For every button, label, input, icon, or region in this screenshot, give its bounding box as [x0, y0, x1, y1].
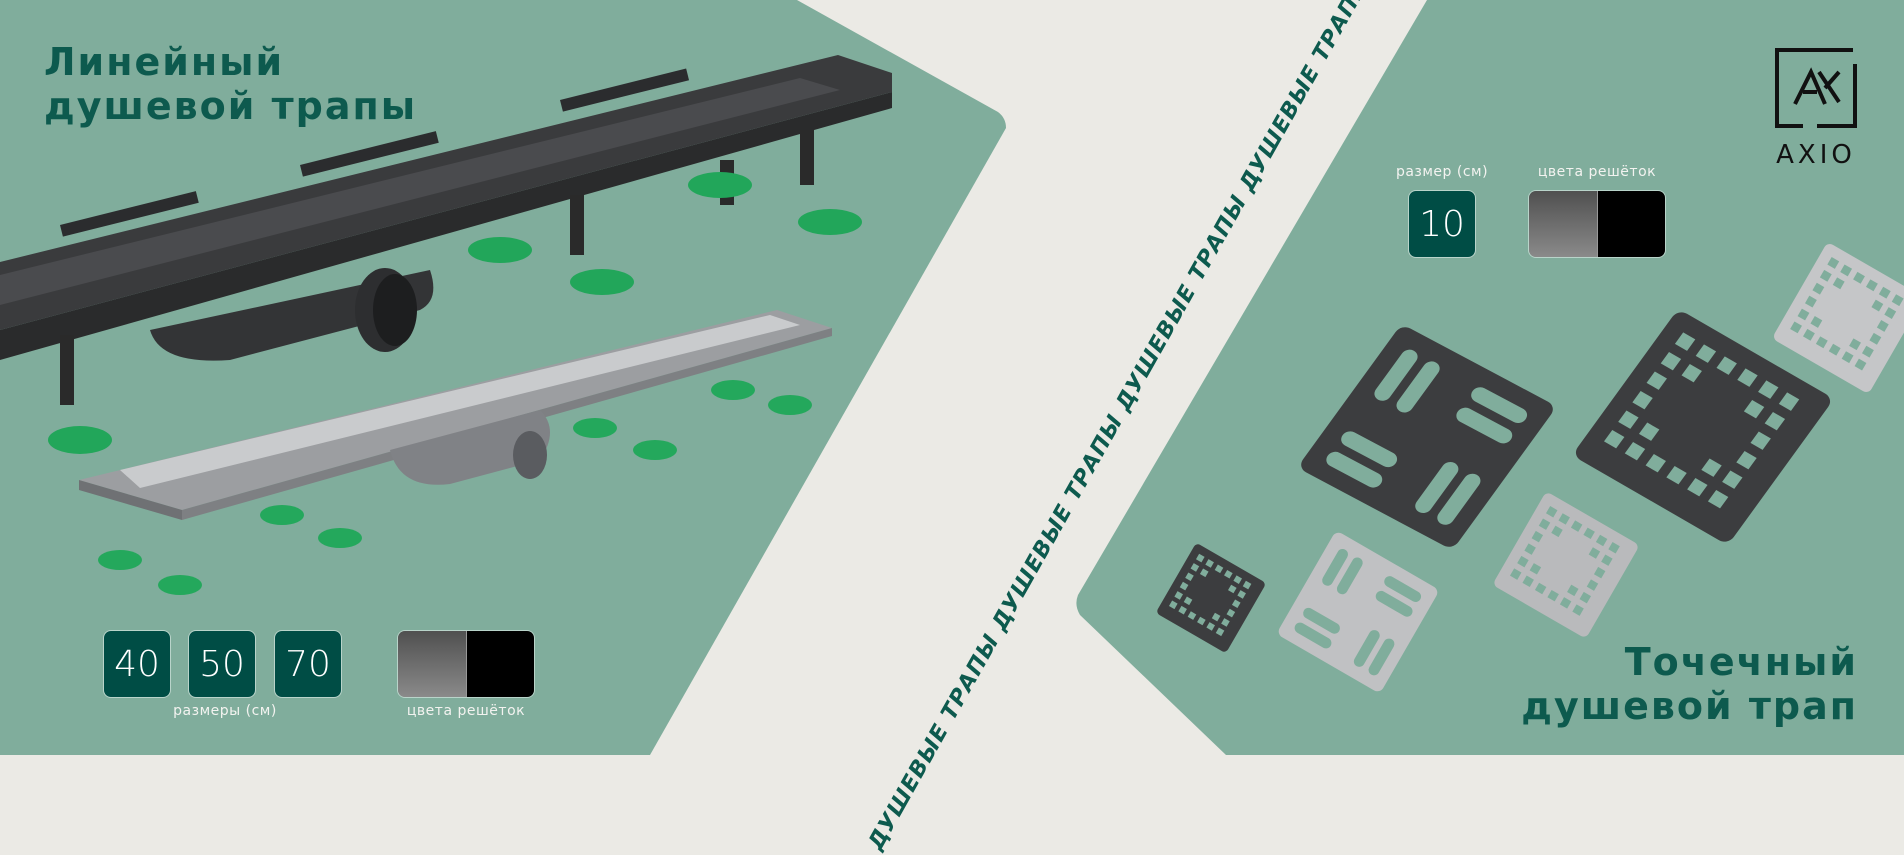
- linear-drain-title: Линейный душевой трапы: [44, 40, 417, 128]
- steel-color: [398, 631, 467, 697]
- size-badge-10: 10: [1408, 190, 1476, 258]
- black-color: [1597, 191, 1665, 257]
- steel-color: [1529, 191, 1598, 257]
- grate-images: [1157, 244, 1904, 692]
- grate-color-swatch: [397, 630, 535, 698]
- size-label: размер (см): [1395, 164, 1489, 180]
- background-panels: [0, 0, 1904, 755]
- colors-label: цвета решёток: [406, 703, 526, 719]
- title-line: душевой трап: [1521, 684, 1858, 728]
- title-line: Линейный: [44, 40, 285, 84]
- size-badge-50: 50: [188, 630, 256, 698]
- axio-logo-icon: [1775, 48, 1857, 128]
- brand-name: AXIO: [1776, 140, 1856, 170]
- title-line: Точечный: [1624, 640, 1858, 684]
- size-badge-40: 40: [103, 630, 171, 698]
- colors-label: цвета решёток: [1537, 164, 1657, 180]
- dark-linear-drain-image: [0, 55, 892, 454]
- size-badge-70: 70: [274, 630, 342, 698]
- sizes-label: размеры (см): [173, 703, 277, 719]
- steel-linear-drain-image: [79, 310, 832, 595]
- black-color: [466, 631, 534, 697]
- grate-color-swatch: [1528, 190, 1666, 258]
- point-drain-title: Точечный душевой трап: [1521, 640, 1858, 728]
- title-line: душевой трапы: [44, 84, 418, 128]
